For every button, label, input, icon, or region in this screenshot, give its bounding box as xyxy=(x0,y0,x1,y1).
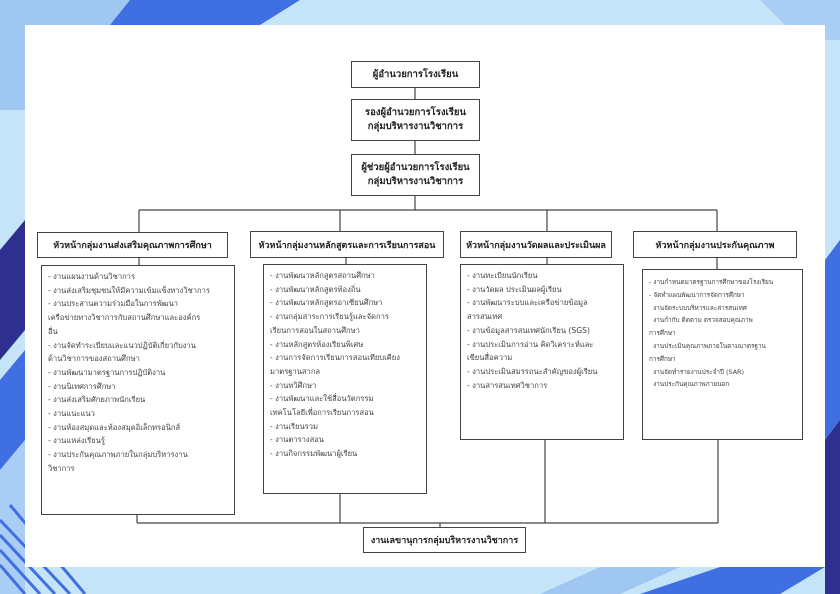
task-item: การศึกษา xyxy=(649,329,676,338)
task-item: - งานทะเบียนนักเรียน xyxy=(467,271,538,280)
deputy-line-1: รองผู้อำนวยการโรงเรียน xyxy=(365,107,466,118)
task-list-curriculum: - งานพัฒนาหลักสูตรสถานศึกษา - งานพัฒนาหลั… xyxy=(263,264,427,494)
task-item: งานจัดระบบบริหารและสารสนเทศ xyxy=(649,303,747,312)
task-item: - จัดทำแผนพัฒนาการจัดการศึกษา xyxy=(649,290,745,299)
task-item: อื่น xyxy=(48,326,58,336)
group-head-quality-promotion: หัวหน้ากลุ่มงานส่งเสริมคุณภาพการศึกษา xyxy=(37,232,228,258)
director-label: ผู้อำนวยการโรงเรียน xyxy=(372,68,459,80)
task-item: ด้านวิชาการของสถานศึกษา xyxy=(48,354,140,364)
task-item: - งานส่งเสริมชุมชนให้มีความเข้มแข็งทางวิ… xyxy=(48,285,210,295)
task-item: - งานแหล่งเรียนรู้ xyxy=(48,436,105,446)
task-item: เรียนการสอนในสถานศึกษา xyxy=(270,325,360,335)
task-item: - งานพัฒนาหลักสูตรท้องถิ่น xyxy=(270,284,361,294)
task-item: งานจัดทำรายงานประจำปี (SAR) xyxy=(649,367,744,376)
task-item: - งานพัฒนามาตรฐานการปฏิบัติงาน xyxy=(48,367,166,377)
task-item: - งานกลุ่มสาระการเรียนรู้และจัดการ xyxy=(270,312,389,322)
task-item: - งานพัฒนาและใช้สื่อนวัตกรรม xyxy=(270,394,374,404)
task-item: สารสนเทศ xyxy=(467,312,503,322)
task-item: - งานประเมินการอ่าน คิดวิเคราะห์และ xyxy=(467,339,594,349)
task-item: - งานแนะแนว xyxy=(48,409,95,419)
task-list-assessment: - งานทะเบียนนักเรียน - งานวัดผล ประเมินผล… xyxy=(460,264,624,440)
group-head-quality-assurance: หัวหน้ากลุ่มงานประกันคุณภาพ xyxy=(633,231,797,258)
task-list-quality-promotion: - งานแผนงานด้านวิชาการ - งานส่งเสริมชุมชน… xyxy=(41,265,235,515)
task-item: มาตรฐานสากล xyxy=(270,366,321,376)
task-item: - งานข้อมูลสารสนเทศนักเรียน (SGS) xyxy=(467,325,590,335)
task-item: - งานประสานความร่วมมือในการพัฒนา xyxy=(48,299,179,309)
task-item: - งานพัฒนาระบบและเครือข่ายข้อมูล xyxy=(467,298,588,308)
deputy-line-2: กลุ่มบริหารงานวิชาการ xyxy=(367,121,464,132)
task-item: งานประเมินคุณภาพภายในตามมาตรฐาน xyxy=(649,341,766,350)
task-item: วิชาการ xyxy=(48,463,75,473)
task-list-quality-assurance: - งานกำหนดมาตรฐานการศึกษาของโรงเรียน - จั… xyxy=(642,269,803,440)
task-item: - งานห้องสมุดและห้องสมุดอิเล็กทรอนิกส์ xyxy=(48,422,181,432)
director-box: ผู้อำนวยการโรงเรียน xyxy=(351,61,480,88)
group-head-label: หัวหน้ากลุ่มงานประกันคุณภาพ xyxy=(655,240,775,251)
task-item: เครือข่ายทางวิชาการกับสถานศึกษาและองค์กร xyxy=(48,313,201,323)
task-item: การศึกษา xyxy=(649,354,676,363)
task-item: งานกำกับ ติดตาม ตรวจสอบคุณภาพ xyxy=(649,316,753,325)
task-item: เขียนสื่อความ xyxy=(467,353,513,363)
task-item: - งานสารสนเทศวิชาการ xyxy=(467,380,548,390)
task-item: - งานการจัดการเรียนการสอนเทียบเคียง xyxy=(270,353,400,363)
assistant-director-box: ผู้ช่วยผู้อำนวยการโรงเรียน กลุ่มบริหารงา… xyxy=(351,154,480,196)
task-item: - งานกำหนดมาตรฐานการศึกษาของโรงเรียน xyxy=(649,278,774,286)
task-item: เทคโนโลยีเพื่อการเรียนการสอน xyxy=(270,408,374,418)
task-item: - งานหลักสูตรห้องเรียนพิเศษ xyxy=(270,339,364,349)
group-head-assessment: หัวหน้ากลุ่มงานวัดผลและประเมินผล xyxy=(460,231,612,258)
task-item: - งานส่งเสริมศักยภาพนักเรียน xyxy=(48,395,146,405)
secretary-box: งานเลขานุการกลุ่มบริหารงานวิชาการ xyxy=(363,527,526,553)
task-item: - งานพัฒนาหลักสูตรสถานศึกษา xyxy=(270,271,375,280)
assistant-line-1: ผู้ช่วยผู้อำนวยการโรงเรียน xyxy=(361,162,470,173)
task-item: - งานจัดทำระเบียบและแนวปฏิบัติเกี่ยวกับง… xyxy=(48,340,196,350)
group-head-label: หัวหน้ากลุ่มงานหลักสูตรและการเรียนการสอน xyxy=(258,240,436,251)
group-head-label: หัวหน้ากลุ่มงานวัดผลและประเมินผล xyxy=(466,240,606,251)
task-item: - งานตารางสอน xyxy=(270,435,324,445)
task-item: - งานนิเทศการศึกษา xyxy=(48,381,116,391)
task-item: - งานทวิศึกษา xyxy=(270,380,317,390)
deputy-director-box: รองผู้อำนวยการโรงเรียน กลุ่มบริหารงานวิช… xyxy=(351,99,480,141)
task-item: - งานประกันคุณภาพภายในกลุ่มบริหารงาน xyxy=(48,450,188,460)
task-item: - งานเรียนรวม xyxy=(270,421,318,431)
task-item: - งานประเมินสมรรถนะสำคัญของผู้เรียน xyxy=(467,366,598,376)
task-item: งานประกันคุณภาพภายนอก xyxy=(649,380,730,389)
task-item: - งานแผนงานด้านวิชาการ xyxy=(48,272,136,281)
group-head-label: หัวหน้ากลุ่มงานส่งเสริมคุณภาพการศึกษา xyxy=(53,241,212,251)
secretary-label: งานเลขานุการกลุ่มบริหารงานวิชาการ xyxy=(370,536,519,546)
group-head-curriculum: หัวหน้ากลุ่มงานหลักสูตรและการเรียนการสอน xyxy=(250,231,444,258)
assistant-line-2: กลุ่มบริหารงานวิชาการ xyxy=(367,176,464,187)
task-item: - งานกิจกรรมพัฒนาผู้เรียน xyxy=(270,449,358,459)
task-item: - งานพัฒนาหลักสูตรอาเซียนศึกษา xyxy=(270,298,383,308)
task-item: - งานวัดผล ประเมินผลผู้เรียน xyxy=(467,284,562,294)
